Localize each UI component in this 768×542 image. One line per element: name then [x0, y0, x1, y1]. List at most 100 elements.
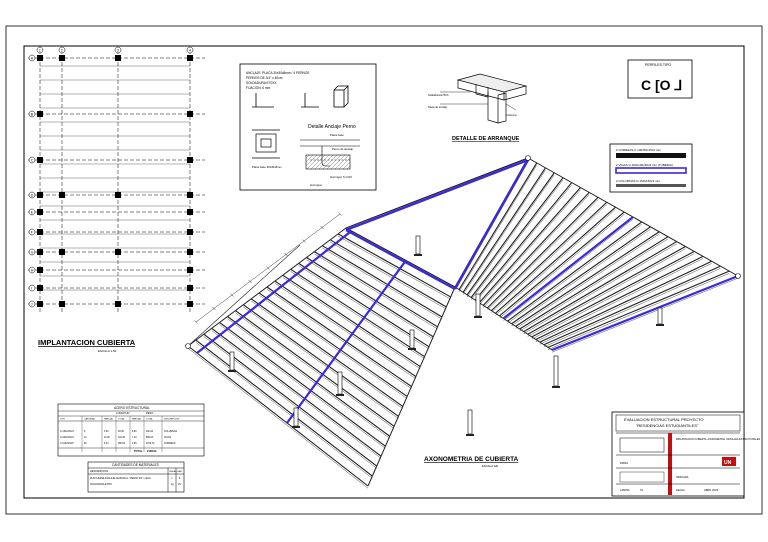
roof-purlin: [511, 226, 651, 325]
title-sheet-label: LAMINA: [620, 488, 630, 492]
plan-row-label: D: [31, 193, 34, 197]
quantities-row-1-qty: 6: [179, 477, 181, 480]
plan-row-label: F: [31, 230, 34, 234]
roof-column: [657, 307, 663, 325]
plan-column-marker: [37, 157, 43, 163]
roof-purlin-edge: [471, 179, 564, 300]
plan-row-bubble: [28, 228, 36, 236]
arranque-callout-3: Columna: [506, 113, 517, 117]
title-scale: INDICADA: [676, 475, 689, 479]
quantities-header-1: DESCRIPCION: [90, 469, 108, 473]
roof-back-edge: [187, 244, 301, 347]
plan-row-label: C: [31, 158, 34, 162]
roof-purlin-edge: [527, 248, 686, 337]
materials-cell: 3.00: [104, 431, 109, 433]
roof-purlin-edge: [535, 258, 704, 342]
roof-column-base: [466, 434, 474, 436]
plan-title-group: IMPLANTACION CUBIERTA ESCALA 1:50: [38, 338, 136, 353]
roof-node: [185, 343, 191, 349]
plan-row-label: E: [31, 210, 34, 214]
roof-column: [553, 355, 559, 387]
plan-col-label: 3: [117, 48, 119, 52]
roof-column-base: [292, 426, 300, 428]
roof-purlin-edge: [187, 348, 369, 489]
roof-purlin-edge: [507, 223, 642, 324]
materials-header: TOTAL: [118, 418, 126, 421]
materials-cell: 6: [84, 431, 86, 433]
plan-column-marker: [187, 209, 193, 215]
plan-row-label: J: [31, 302, 33, 306]
roof-purlin: [298, 262, 430, 348]
roof-dimension-tick: [338, 212, 342, 216]
materials-cell: 1079.70: [146, 443, 155, 445]
materials-cell: 122.40: [118, 437, 126, 439]
roof-column: [337, 371, 343, 395]
roof-column-base: [656, 324, 664, 326]
plan-column-marker: [187, 249, 193, 255]
axonometric-title: AXONOMETRIA DE CUBIERTA: [424, 456, 519, 463]
anchor-callout-3: Hormigon f'c=210: [330, 175, 352, 179]
roof-purlin-edge: [235, 312, 395, 429]
detail-line-4: FIJACION: 6 mm: [246, 86, 271, 90]
materials-header: CANTIDAD: [84, 418, 96, 421]
roof-purlin: [486, 196, 599, 309]
roof-purlin: [490, 201, 608, 312]
roof-dimension-tick: [230, 293, 234, 297]
roof-purlin: [219, 321, 386, 447]
materials-total-value: 2108.94: [147, 449, 157, 453]
roof-dimension-tick: [320, 225, 324, 230]
roof-purlin-edge: [314, 253, 438, 330]
roof-purlin-edge: [539, 263, 712, 345]
inner-frame: [23, 45, 745, 499]
roof-purlin: [482, 192, 590, 306]
roof-dimension-tick: [248, 279, 252, 284]
plan-row-bubble: [28, 266, 36, 274]
plan-row-bubble: [28, 208, 36, 216]
blue-ridge-beam: [453, 159, 530, 290]
plan-column-marker: [187, 192, 193, 198]
plan-title: IMPLANTACION CUBIERTA: [38, 338, 136, 347]
roof-purlin: [478, 187, 581, 304]
quantities-row-1-unit: u: [171, 477, 173, 480]
roof-purlin-edge: [306, 259, 434, 340]
roof-column: [293, 407, 299, 427]
plan-col-bubble: [186, 46, 194, 54]
plan-column-marker: [37, 267, 43, 273]
title-sheet-no: 01: [640, 488, 643, 492]
materials-cell: 8.90: [132, 431, 137, 433]
plan-row-label: H: [31, 268, 34, 272]
roof-ridge: [345, 157, 529, 229]
title-date-label: FECHA: [676, 488, 685, 492]
roof-purlin: [543, 265, 721, 346]
quantities-header-2: UNIDAD: [169, 470, 177, 473]
materials-cell: 10.20: [104, 437, 110, 439]
legend-label-2: 2 VIGAS G 200x100x30x3 mm (TUBERIA): [616, 163, 673, 167]
roof-purlin: [314, 251, 438, 328]
materials-cell: G 200x100x3: [60, 437, 74, 439]
plan-column-marker: [37, 209, 43, 215]
roof-purlin: [474, 182, 573, 301]
roof-purlin: [282, 274, 421, 368]
roof-purlin-edge: [227, 318, 390, 439]
roof-purlin-edge: [458, 165, 537, 292]
roof-node: [525, 155, 531, 161]
roof-purlin-edge: [515, 233, 660, 329]
plan-column-marker: [187, 267, 193, 273]
roof-purlin-edge: [547, 273, 730, 350]
roof-purlin-edge: [266, 289, 412, 389]
blue-ridge-beam: [345, 158, 529, 232]
anchor-callout-4: Hormigon: [310, 183, 323, 187]
quantities-row-1-desc: PLACA BASE ANCLAJE 30x30x8mm / PERNO 3/4…: [90, 477, 151, 480]
legend-swatch-3: [616, 184, 686, 187]
roof-purlin-edge: [258, 294, 408, 399]
roof-column-base: [336, 394, 344, 396]
roof-purlin: [235, 310, 395, 427]
roof-purlin: [306, 257, 434, 338]
roof-purlin-edge: [462, 169, 546, 295]
quantities-table: CANTIDADES DE MATERIALES DESCRIPCION UNI…: [87, 461, 185, 493]
roof-dimension-tick: [194, 320, 198, 324]
outer-frame: [5, 25, 763, 515]
roof-column-base: [228, 370, 236, 372]
plan-column-marker: [37, 229, 43, 235]
